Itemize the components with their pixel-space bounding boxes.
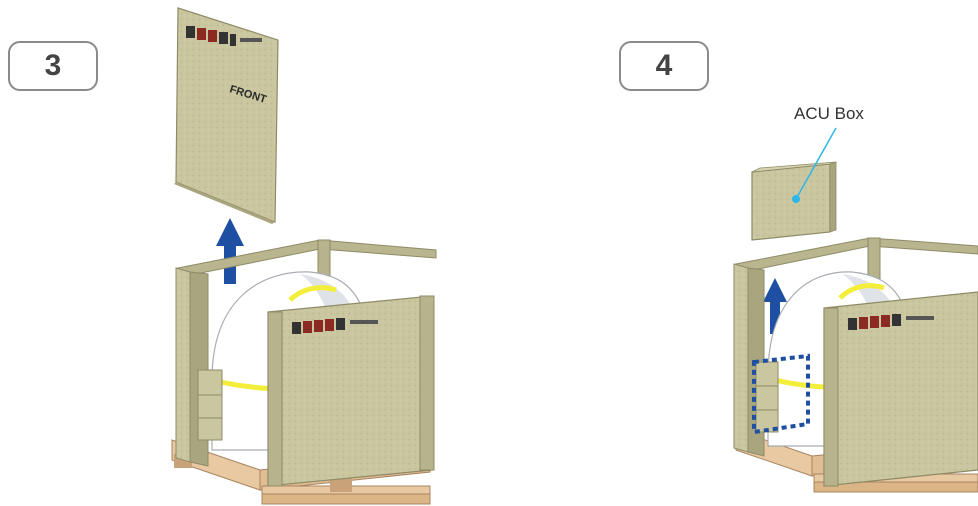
callout-dot-icon (792, 195, 800, 203)
side-panel-step-3 (268, 296, 434, 486)
lift-arrow-icon (216, 218, 244, 284)
step-4-illustration (734, 128, 978, 492)
step-3-illustration: FRONT (172, 8, 436, 504)
acu-box-label: ACU Box (794, 104, 864, 124)
side-panel-step-4 (824, 292, 978, 486)
front-panel-lifted: FRONT (174, 8, 278, 224)
